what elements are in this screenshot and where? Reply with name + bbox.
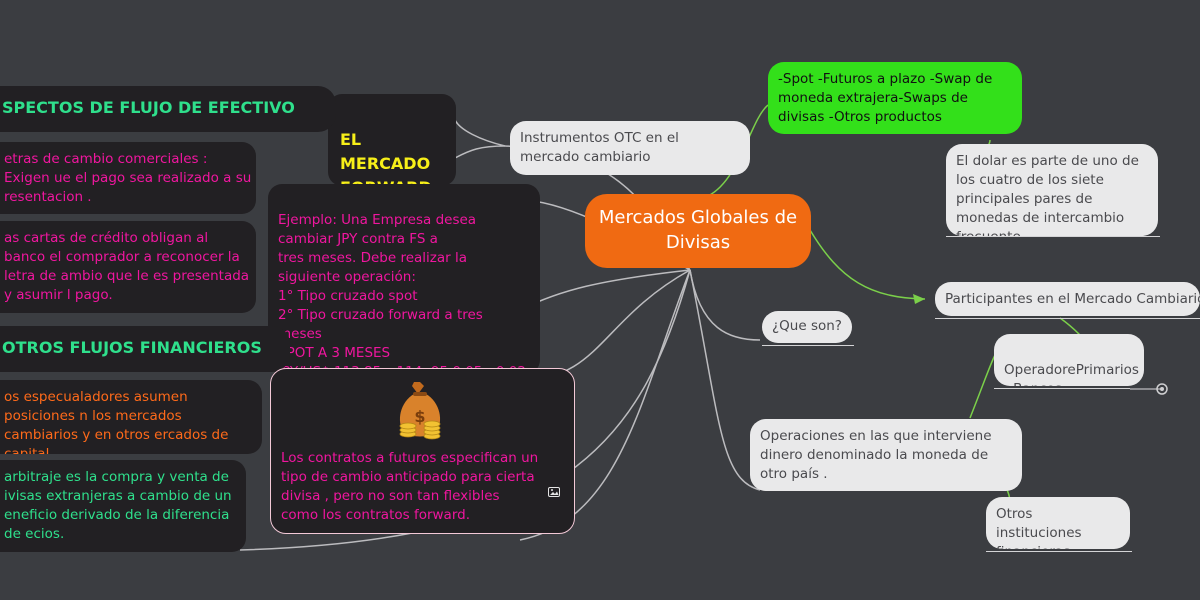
futuros-node[interactable]: Los contratos a futuros especifican un t… xyxy=(270,368,575,534)
ejemplo-node[interactable]: Ejemplo: Una Empresa desea cambiar JPY c… xyxy=(268,184,540,374)
forward-title-text: EL MERCADO FORWARD xyxy=(340,130,432,186)
forward-title-node[interactable]: EL MERCADO FORWARD xyxy=(328,94,456,186)
arrow-head xyxy=(913,294,925,304)
otros-instituciones-underline xyxy=(986,551,1132,552)
primarios-underline xyxy=(994,388,1130,389)
operaciones-text: Operaciones en las que interviene dinero… xyxy=(760,428,992,482)
especuladores-node[interactable]: os especualadores asumen posiciones n lo… xyxy=(0,380,262,454)
collapse-circle-icon[interactable] xyxy=(1156,383,1168,395)
otc-products-node[interactable]: -Spot -Futuros a plazo -Swap de moneda e… xyxy=(768,62,1022,134)
ejemplo-text: Ejemplo: Una Empresa desea cambiar JPY c… xyxy=(278,212,526,374)
letras-node[interactable]: etras de cambio comerciales : Exigen ue … xyxy=(0,142,256,214)
participantes-node[interactable]: Participantes en el Mercado Cambiario xyxy=(935,282,1200,316)
flujo-title-text: SPECTOS DE FLUJO DE EFECTIVO xyxy=(2,98,295,117)
especuladores-text: os especualadores asumen posiciones n lo… xyxy=(4,389,229,454)
otros-instituciones-text: Otros instituciones financieras xyxy=(996,506,1082,549)
cartas-text: as cartas de crédito obligan al banco el… xyxy=(4,230,250,303)
letras-text: etras de cambio comerciales : Exigen ue … xyxy=(4,151,252,205)
participantes-text: Participantes en el Mercado Cambiario xyxy=(945,291,1200,307)
otc-node[interactable]: Instrumentos OTC en el mercado cambiario xyxy=(510,121,750,175)
arbitraje-text: arbitraje es la compra y venta de ivisas… xyxy=(4,469,232,542)
money-bag-icon: $ xyxy=(392,378,448,440)
operaciones-node[interactable]: Operaciones en las que interviene dinero… xyxy=(750,419,1022,491)
dolar-underline xyxy=(946,236,1160,237)
primarios-node[interactable]: OperadorePrimarios - Bancos xyxy=(994,334,1144,386)
flujo-title-node[interactable]: SPECTOS DE FLUJO DE EFECTIVO xyxy=(0,86,336,132)
otros-flujos-title-node[interactable]: OTROS FLUJOS FINANCIEROS xyxy=(0,326,290,372)
primarios-text: OperadorePrimarios - Bancos xyxy=(1004,362,1139,386)
dolar-node[interactable]: El dolar es parte de uno de los cuatro d… xyxy=(946,144,1158,236)
central-topic[interactable]: Mercados Globales de Divisas xyxy=(585,194,811,268)
image-icon[interactable] xyxy=(548,482,560,497)
queson-node[interactable]: ¿Que son? xyxy=(762,311,852,343)
queson-underline xyxy=(762,345,854,346)
queson-text: ¿Que son? xyxy=(772,318,842,334)
arbitraje-node[interactable]: arbitraje es la compra y venta de ivisas… xyxy=(0,460,246,552)
otc-text: Instrumentos OTC en el mercado cambiario xyxy=(520,130,679,165)
participantes-underline xyxy=(935,318,1200,319)
otros-flujos-title-text: OTROS FLUJOS FINANCIEROS xyxy=(2,338,262,357)
dolar-text: El dolar es parte de uno de los cuatro d… xyxy=(956,153,1139,236)
otc-products-text: -Spot -Futuros a plazo -Swap de moneda e… xyxy=(778,71,993,125)
futuros-text: Los contratos a futuros especifican un t… xyxy=(281,450,539,523)
cartas-node[interactable]: as cartas de crédito obligan al banco el… xyxy=(0,221,256,313)
central-topic-text: Mercados Globales de Divisas xyxy=(598,207,798,253)
svg-text:$: $ xyxy=(414,407,425,426)
otros-instituciones-node[interactable]: Otros instituciones financieras xyxy=(986,497,1130,549)
